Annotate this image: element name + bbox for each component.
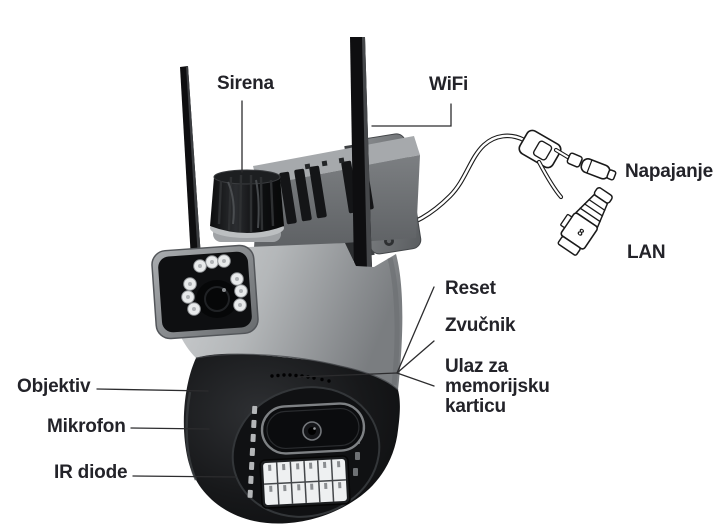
memory-slot-line bbox=[396, 372, 435, 387]
wifi-line bbox=[371, 103, 452, 127]
label-wifi: WiFi bbox=[429, 74, 469, 95]
label-objektiv: Objektiv bbox=[17, 376, 91, 397]
wifi-antenna-right bbox=[350, 37, 372, 272]
label-reset: Reset bbox=[445, 278, 496, 299]
ptz-lens bbox=[302, 421, 322, 441]
ir-led-panel bbox=[259, 455, 351, 509]
label-lan: LAN bbox=[627, 242, 666, 263]
cable-splitter bbox=[518, 129, 562, 169]
label-ir-diode: IR diode bbox=[54, 462, 128, 483]
lan-connector-marking: 8 bbox=[575, 227, 586, 239]
power-connector bbox=[553, 147, 617, 181]
ports-pointer-line bbox=[297, 372, 398, 378]
cable bbox=[390, 133, 527, 231]
housing-holes bbox=[304, 157, 345, 170]
zvucnik-line bbox=[396, 340, 435, 374]
label-zvucnik: Zvučnik bbox=[445, 315, 516, 336]
front-module-ir-leds bbox=[181, 254, 248, 316]
ir-led-teeth bbox=[268, 461, 342, 492]
objektiv-line bbox=[96, 388, 209, 392]
label-napajanje: Napajanje bbox=[625, 161, 713, 182]
wifi-antenna-left bbox=[180, 66, 201, 260]
reset-line bbox=[396, 286, 435, 374]
left-trim bbox=[247, 405, 258, 498]
mikrofon-line bbox=[130, 427, 210, 430]
label-memory-slot: Ulaz za memorijsku karticu bbox=[445, 356, 550, 417]
ir-diode-line bbox=[132, 475, 237, 478]
label-mikrofon: Mikrofon bbox=[47, 416, 126, 437]
front-module-lens bbox=[196, 280, 238, 318]
cable-assembly: 8 bbox=[390, 129, 617, 256]
siren-dome bbox=[210, 169, 284, 242]
label-sirena: Sirena bbox=[217, 73, 274, 94]
leader-lines bbox=[96, 100, 452, 478]
siren-ribs bbox=[217, 174, 275, 233]
lan-connector: 8 bbox=[536, 159, 613, 256]
front-camera-module bbox=[151, 244, 259, 340]
ptz-dome bbox=[183, 353, 400, 524]
